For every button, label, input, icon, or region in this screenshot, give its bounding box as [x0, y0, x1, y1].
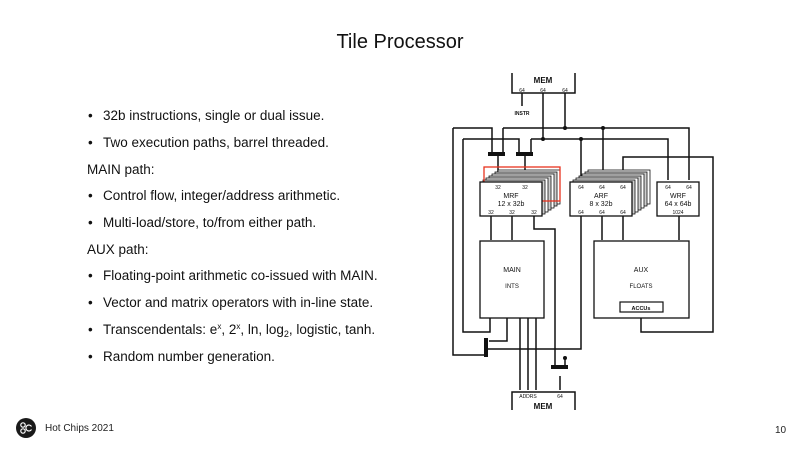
- bullet-icon: •: [88, 322, 93, 337]
- mem-bottom-box: [511, 391, 576, 410]
- arf-in-port-1: 64: [578, 185, 584, 191]
- main-name: MAIN: [503, 267, 521, 274]
- footer-text: Hot Chips 2021: [45, 423, 114, 434]
- arf-out-port-2: 64: [599, 210, 605, 216]
- wrf-in-port-1: 64: [665, 185, 671, 191]
- bullet-icon: •: [88, 215, 93, 230]
- bullet-icon: •: [88, 295, 93, 310]
- mrf-box: [479, 181, 543, 217]
- bullet-icon: •: [88, 135, 93, 150]
- mem-bottom-label: MEM: [534, 402, 553, 411]
- mem-top-port-3: 64: [562, 88, 568, 94]
- mrf-out-port-2: 32: [509, 210, 515, 216]
- page-number: 10: [775, 425, 787, 436]
- mem-top-label: MEM: [534, 76, 553, 85]
- section-heading: MAIN path:: [87, 162, 155, 177]
- bullet-text: Vector and matrix operators with in-line…: [103, 295, 374, 310]
- bullet-text: Two execution paths, barrel threaded.: [103, 135, 329, 150]
- arf-name: ARF: [594, 193, 608, 200]
- mrf-out-port-1: 32: [488, 210, 494, 216]
- arf-in-port-3: 64: [620, 185, 626, 191]
- arf-box: [569, 181, 633, 217]
- accus-box: [619, 301, 664, 313]
- instr-label: INSTR: [515, 111, 530, 117]
- wrf-name: WRF: [670, 193, 686, 200]
- bullet-icon: •: [88, 268, 93, 283]
- slide-title: Tile Processor: [336, 31, 464, 53]
- bullet-icon: •: [88, 349, 93, 364]
- bullet-text: Control flow, integer/address arithmetic…: [103, 188, 341, 203]
- arf-size: 8 x 32b: [590, 201, 613, 208]
- wrf-in-port-2: 64: [686, 185, 692, 191]
- bullet-text: Floating-point arithmetic co-issued with…: [103, 268, 378, 283]
- mux-mrf-right: [516, 152, 533, 156]
- bullet-text: Transcendentals: ex, 2x, ln, log2, logis…: [103, 322, 376, 339]
- accus-label: ACCUs: [632, 306, 651, 312]
- mux-mrf-left: [488, 152, 505, 156]
- mrf-name: MRF: [503, 193, 518, 200]
- mrf-out-port-3: 32: [531, 210, 537, 216]
- mrf-in-port-2: 32: [522, 185, 528, 191]
- bullet-icon: •: [88, 188, 93, 203]
- aux-name: AUX: [634, 267, 649, 274]
- wrf-size: 64 x 64b: [665, 201, 692, 208]
- mem-top-port-1: 64: [519, 88, 525, 94]
- section-heading: AUX path:: [87, 242, 149, 257]
- bullet-text: 32b instructions, single or dual issue.: [103, 108, 325, 123]
- arf-out-port-1: 64: [578, 210, 584, 216]
- mux-mem-bottom: [551, 365, 568, 369]
- aux-sub: FLOATS: [630, 284, 653, 290]
- mem-bottom-port: 64: [557, 394, 563, 400]
- mrf-in-port-1: 32: [495, 185, 501, 191]
- mrf-size: 12 x 32b: [498, 201, 525, 208]
- main-box: [479, 240, 545, 319]
- hot-chips-logo-icon: [16, 418, 36, 438]
- wrf-box: [656, 181, 700, 217]
- main-sub: INTS: [505, 284, 519, 290]
- mem-top-port-2: 64: [540, 88, 546, 94]
- bullet-text: Random number generation.: [103, 349, 275, 364]
- mux-main-left: [484, 338, 488, 357]
- arf-in-port-2: 64: [599, 185, 605, 191]
- bullet-icon: •: [88, 108, 93, 123]
- bullet-text: Multi-load/store, to/from either path.: [103, 215, 317, 230]
- wrf-out-port: 1024: [672, 210, 683, 216]
- arf-out-port-3: 64: [620, 210, 626, 216]
- mem-bottom-addrs: ADDRS: [519, 394, 537, 400]
